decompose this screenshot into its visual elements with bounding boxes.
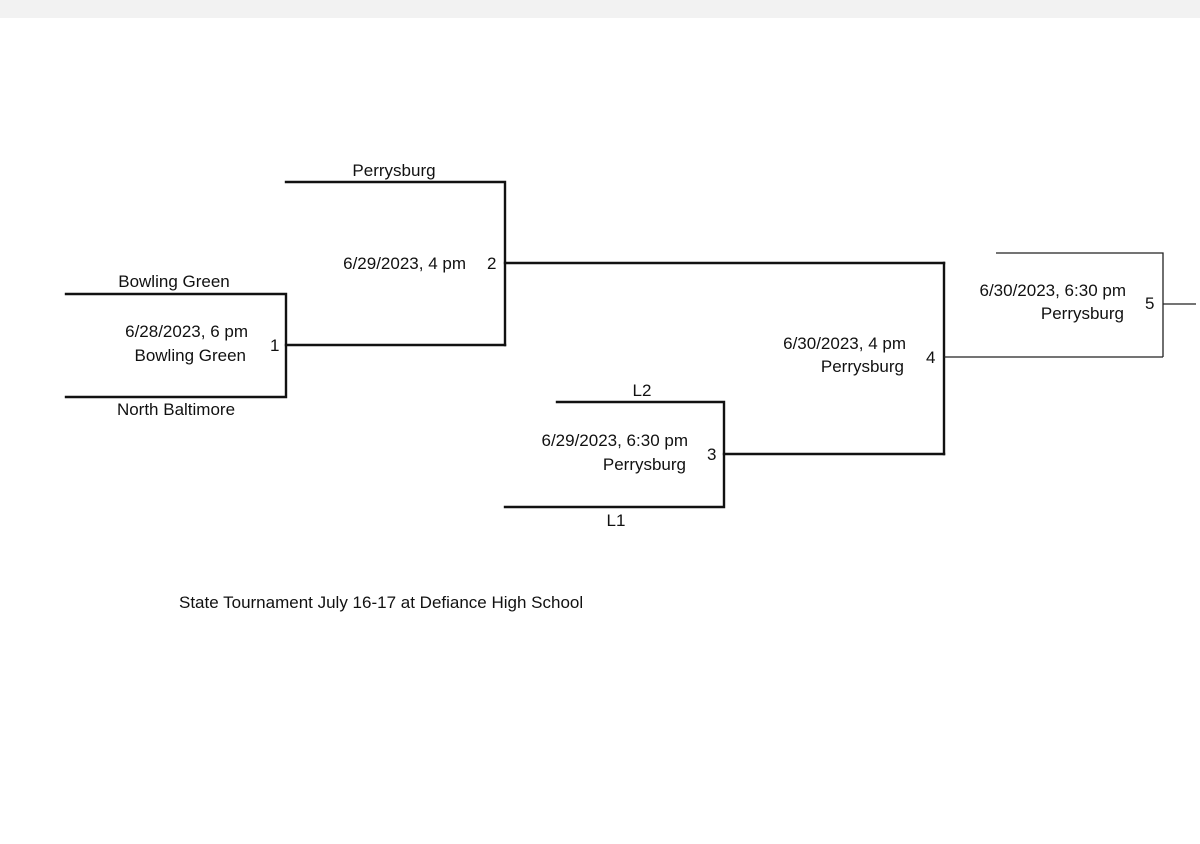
game4-number: 4 bbox=[926, 348, 936, 367]
top-bar bbox=[0, 0, 1200, 18]
game2-bracket-line bbox=[284, 180, 507, 347]
tournament-note: State Tournament July 16-17 at Defiance … bbox=[179, 593, 584, 612]
game1-datetime: 6/28/2023, 6 pm bbox=[125, 322, 248, 341]
game1-number: 1 bbox=[270, 336, 280, 355]
game4-datetime: 6/30/2023, 4 pm bbox=[783, 334, 906, 353]
game3-top-team: L2 bbox=[632, 381, 652, 400]
game3-datetime: 6/29/2023, 6:30 pm bbox=[541, 431, 688, 450]
game2-top-team: Perrysburg bbox=[352, 161, 436, 180]
game3-bottom-team: L1 bbox=[606, 511, 626, 530]
game2-datetime: 6/29/2023, 4 pm bbox=[343, 254, 466, 273]
game3-winner: Perrysburg bbox=[602, 455, 686, 474]
game5-datetime: 6/30/2023, 6:30 pm bbox=[979, 281, 1126, 300]
game5-number: 5 bbox=[1145, 294, 1155, 313]
game1-bottom-team: North Baltimore bbox=[116, 400, 236, 419]
game5-winner: Perrysburg bbox=[1040, 304, 1124, 323]
game5-bracket-line bbox=[996, 252, 1164, 357]
game4-winner: Perrysburg bbox=[820, 357, 904, 376]
game1-winner: Bowling Green bbox=[134, 346, 246, 365]
game1-top-team: Bowling Green bbox=[118, 272, 230, 291]
game3-number: 3 bbox=[707, 445, 717, 464]
game2-number: 2 bbox=[487, 254, 497, 273]
